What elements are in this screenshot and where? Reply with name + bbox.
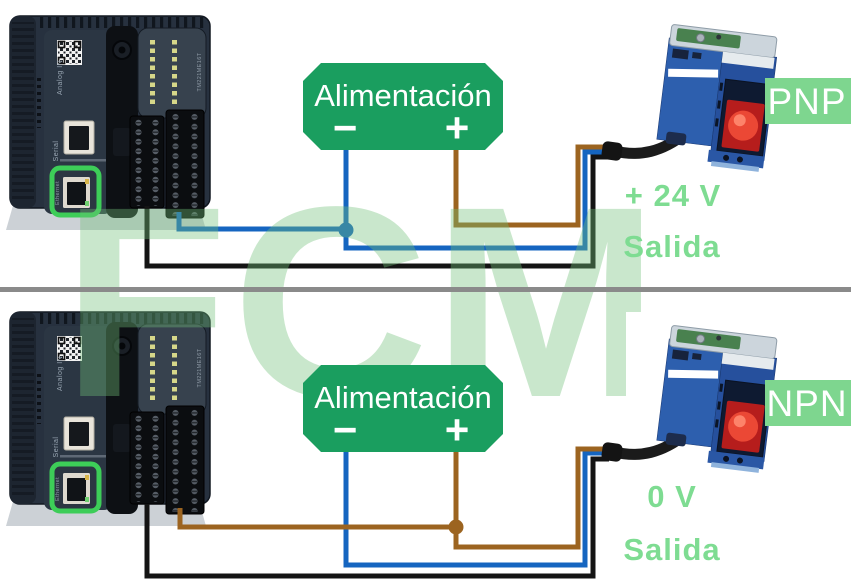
wire-blue-plc-top [176, 212, 346, 232]
sensor-type-label: NPN [766, 383, 847, 424]
sensor-type-tag-bg [765, 78, 851, 124]
section-divider [0, 287, 851, 292]
power-supply-box [303, 63, 503, 150]
plus-terminal-label: + [445, 104, 470, 151]
minus-terminal-label: − [333, 406, 358, 453]
wire-black-output-bottom [144, 456, 609, 579]
wire-brown-plc-bottom [177, 508, 456, 530]
sensor-type-tag-bg [765, 380, 851, 426]
power-supply-top: Alimentación − + [303, 63, 503, 151]
npn-circuit [6, 312, 609, 579]
wire-junction-blue [338, 222, 354, 238]
wire-brown-plus-top [453, 144, 609, 228]
sensor-type-tag-pnp: PNP [765, 78, 851, 124]
wire-black-output-top [144, 154, 609, 269]
power-supply-title: Alimentación [314, 380, 491, 415]
power-supply-title: Alimentación [314, 78, 491, 113]
output-label-npn: Salida [623, 532, 720, 567]
plus-terminal-label: + [445, 406, 470, 453]
wire-blue-sensor-top [343, 149, 609, 251]
sensor-type-label: PNP [767, 81, 846, 122]
sensor-type-tag-npn: NPN [765, 380, 851, 426]
minus-terminal-label: − [333, 104, 358, 151]
pnp-circuit: Alimentación − + [6, 16, 779, 269]
output-label-pnp: Salida [623, 229, 720, 264]
voltage-label-pnp: + 24 V [625, 178, 722, 213]
power-supply-bottom: Alimentación − + [303, 365, 503, 453]
wire-brown-sensor-bottom [453, 446, 609, 550]
voltage-label-npn: 0 V [647, 479, 697, 514]
power-supply-box [303, 365, 503, 452]
wire-junction-brown [448, 519, 464, 535]
